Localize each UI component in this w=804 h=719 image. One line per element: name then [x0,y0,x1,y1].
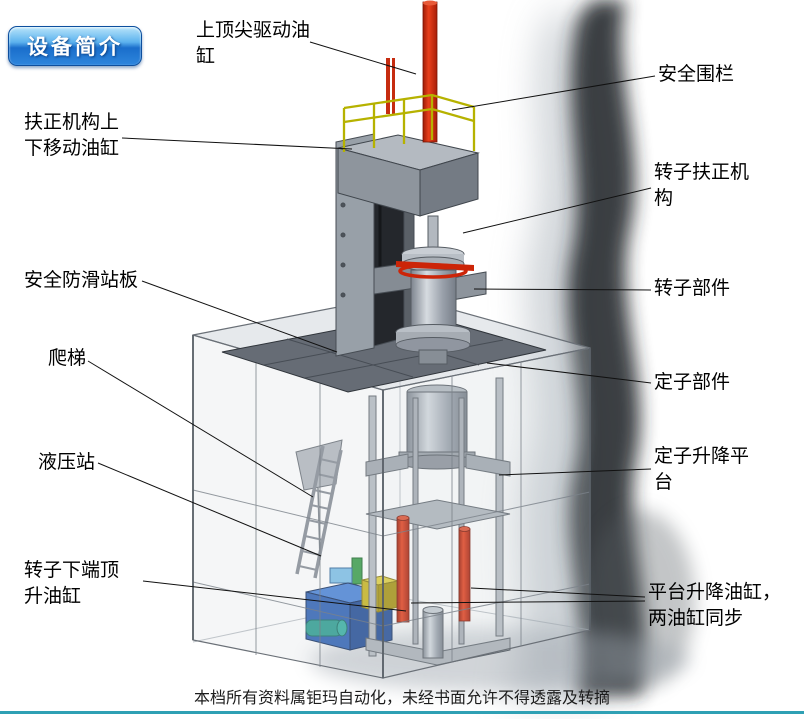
rotor-jack-cylinder-part [422,606,444,659]
top-tip-drive-cylinder-part [386,0,438,143]
bottom-rule [0,711,804,714]
label-hydraulic-station: 液压站 [38,452,96,473]
label-centering-cylinder: 扶正机构上 下移动油缸 [24,112,120,159]
label-rotor-centering: 转子扶正机 构 [654,162,750,209]
label-stator-component: 定子部件 [654,372,731,393]
footer-copyright: 本档所有资料属钜玛自动化，未经书面允许不得透露及转摘 [193,690,610,707]
label-top-tip-cylinder: 上顶尖驱动油 缸 [196,20,311,67]
title-badge: 设备简介 [8,26,142,66]
rotor-part [373,215,487,365]
platform-lift-cylinders-part [396,515,471,623]
leader-lines [87,41,656,612]
floor-shadow [310,628,690,692]
label-safety-fence: 安全围栏 [658,64,735,85]
safety-fence-part [342,93,476,152]
label-stator-lift-platform: 定子升降平 台 [654,446,750,493]
rendered-shadow [310,0,695,700]
label-anti-slip-plate: 安全防滑站板 [24,270,139,291]
label-ladder: 爬梯 [48,348,87,369]
label-rotor-component: 转子部件 [654,278,731,299]
stator-lift-frame [365,377,511,666]
label-rotor-jack-cylinder: 转子下端顶 升油缸 [24,560,120,607]
label-platform-lift-cylinders: 平台升降油缸， 两油缸同步 [648,582,782,629]
